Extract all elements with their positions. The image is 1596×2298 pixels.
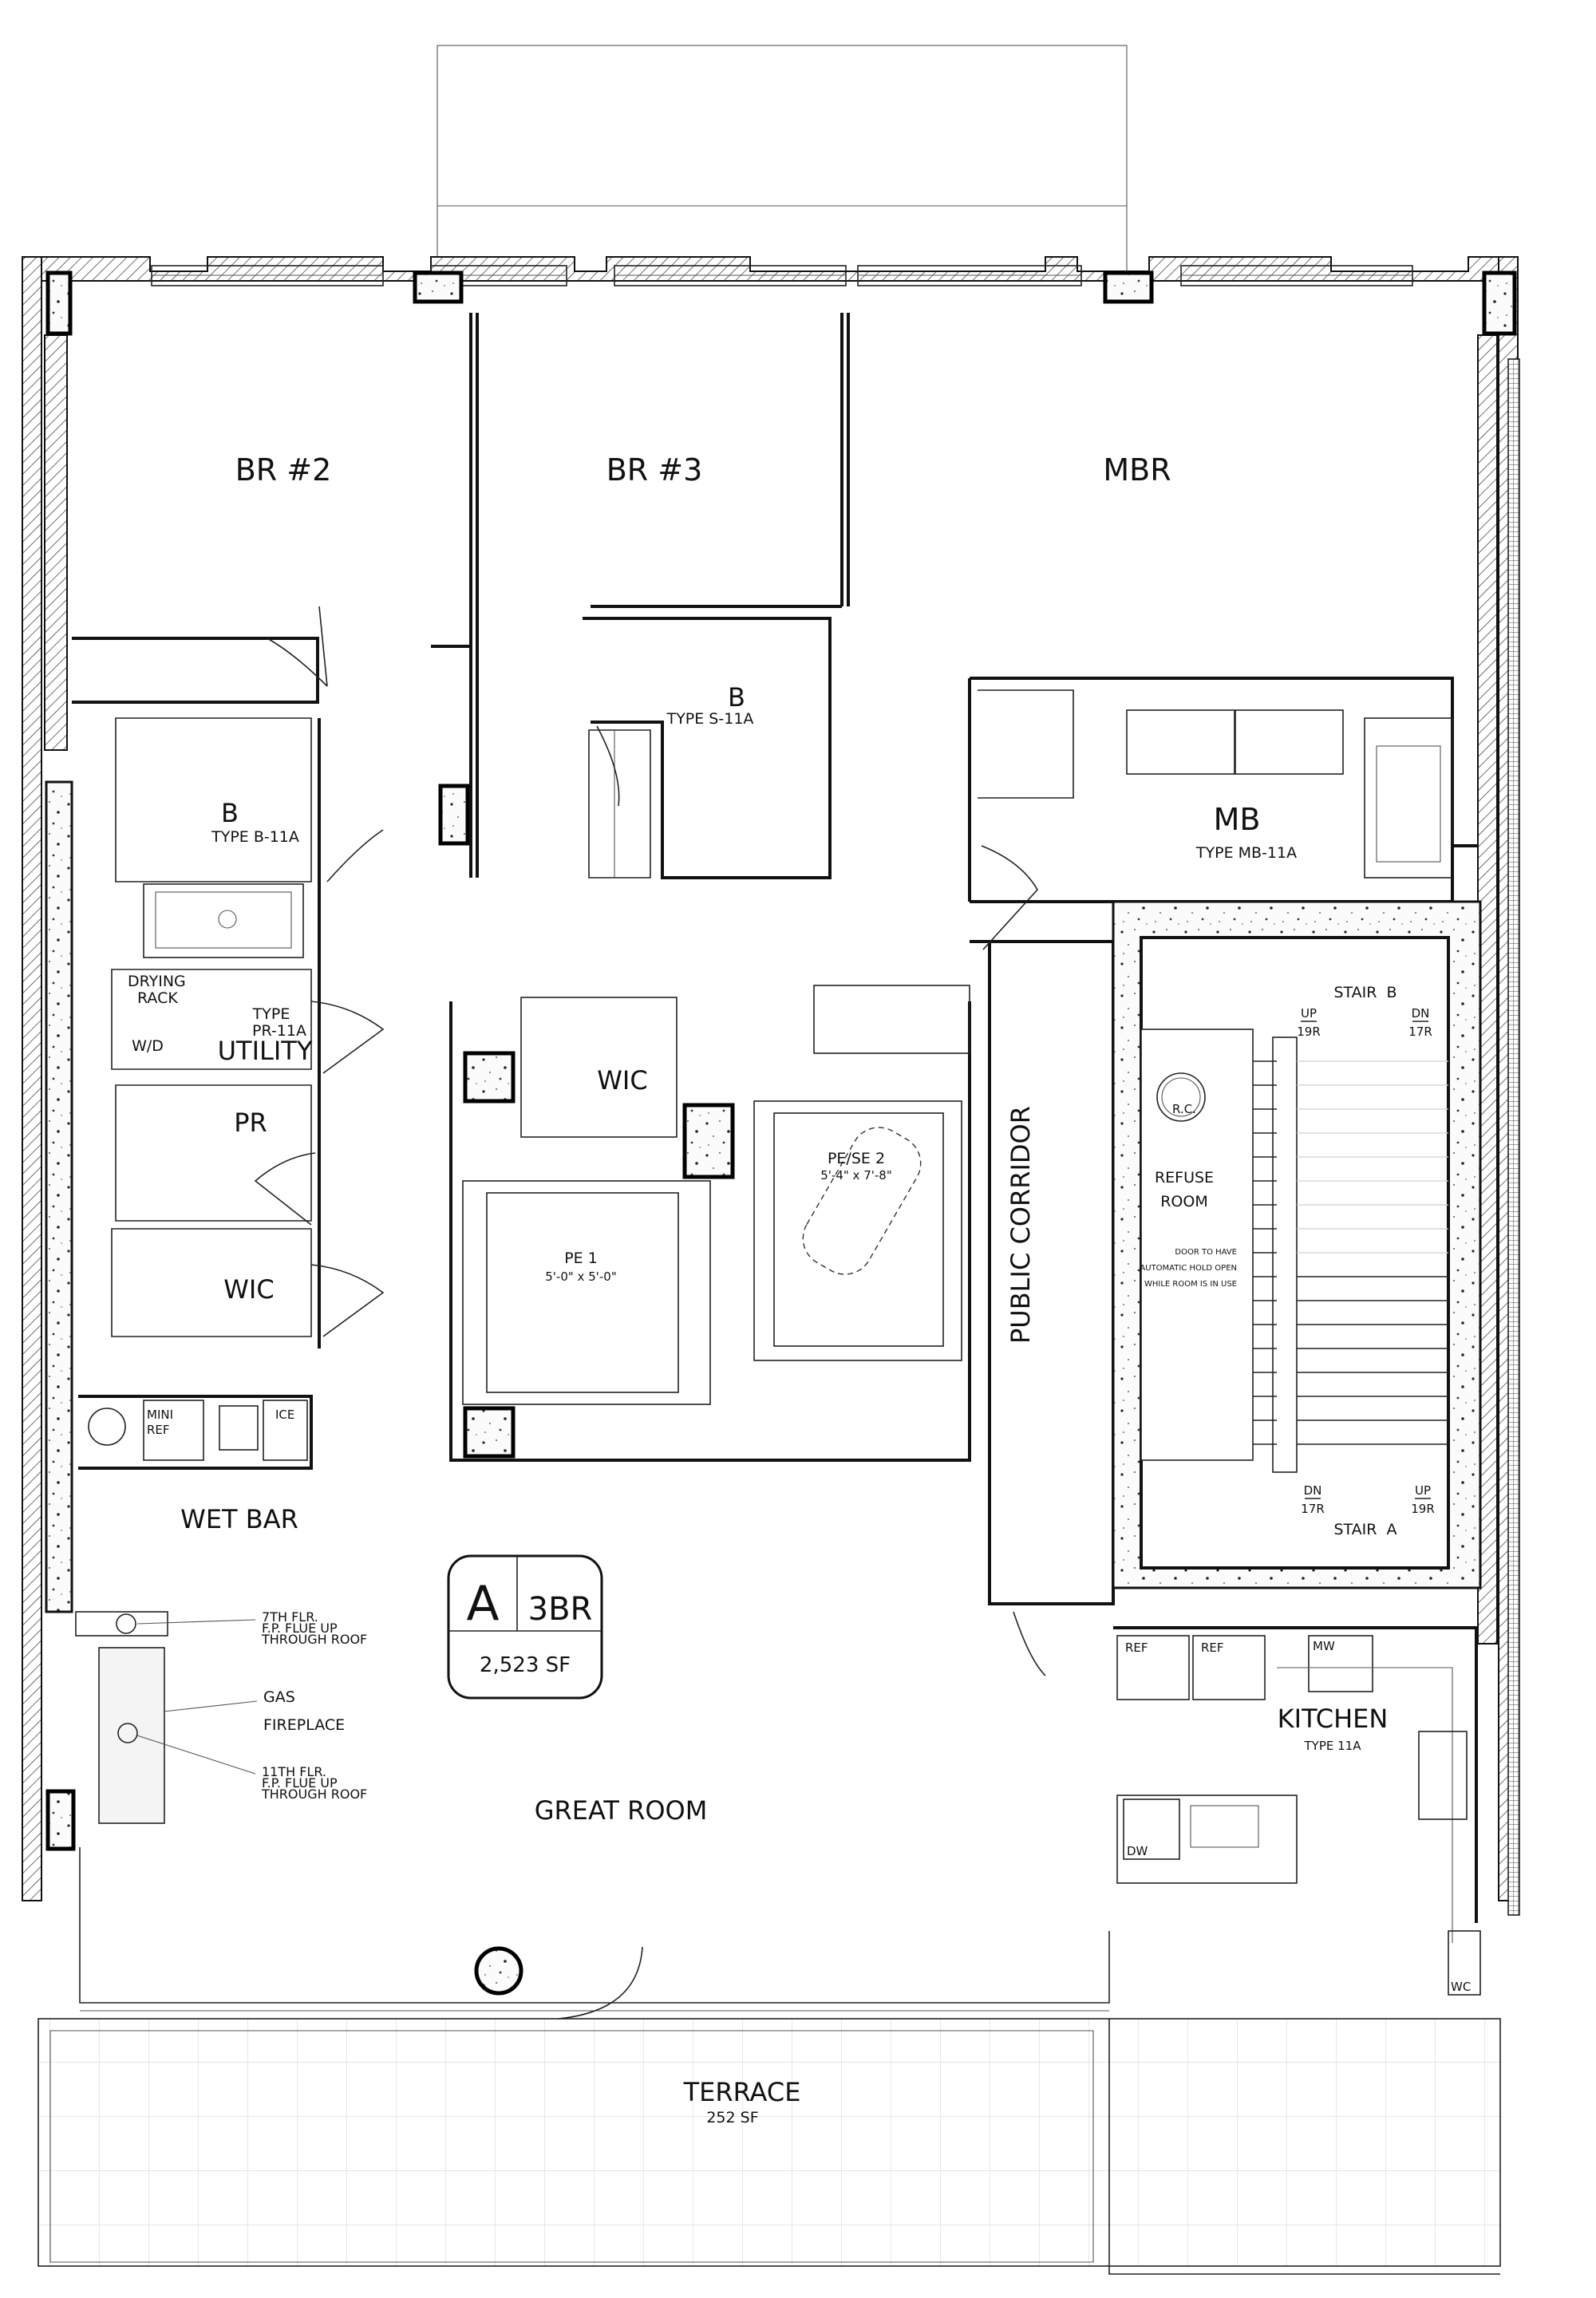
label-stair-b-dn-risers: 17R [1408, 1025, 1432, 1039]
label-rc: R.C. [1172, 1102, 1196, 1116]
label-mini-ref-2: REF [147, 1423, 170, 1437]
label-gas: GAS [263, 1688, 295, 1706]
label-11th-flue-1: 11TH FLR. [262, 1764, 326, 1779]
label-great-room: GREAT ROOM [535, 1795, 708, 1826]
label-mbr: MBR [1103, 452, 1171, 488]
label-wet-bar: WET BAR [180, 1504, 298, 1534]
label-mini-ref-1: MINI [147, 1408, 173, 1422]
label-stair-b: STAIR B [1333, 984, 1396, 1001]
label-stair-a-up-risers: 19R [1411, 1502, 1435, 1516]
label-7th-flue-3: THROUGH ROOF [261, 1632, 367, 1647]
label-pe-se2-size: 5'-4" x 7'-8" [820, 1168, 891, 1183]
label-master-bath-type: TYPE MB-11A [1195, 844, 1297, 862]
label-kitchen: KITCHEN [1278, 1704, 1389, 1734]
label-ref-2: REF [1201, 1641, 1224, 1655]
label-pe1: PE 1 [564, 1250, 598, 1267]
unit-bedrooms: 3BR [528, 1591, 593, 1628]
label-bath-br3: B [728, 682, 745, 713]
unit-badge: A 3BR 2,523 SF [447, 1554, 603, 1700]
label-terrace-area: 252 SF [706, 2109, 758, 2126]
label-br3: BR #3 [606, 452, 703, 488]
label-refuse-2: ROOM [1160, 1193, 1208, 1210]
label-stair-a-up: UP [1415, 1483, 1431, 1498]
label-wc: WC [1451, 1980, 1471, 1994]
room-labels: BR #2 BR #3 MBR B TYPE S-11A B TYPE B-11… [128, 452, 1471, 2126]
label-11th-flue-2: F.P. FLUE UP [262, 1775, 338, 1791]
label-utility: UTILITY [218, 1036, 313, 1066]
label-pe-se2: PE/SE 2 [828, 1150, 885, 1167]
label-powder-room: PR [234, 1108, 267, 1138]
label-kitchen-type: TYPE 11A [1304, 1739, 1362, 1753]
exterior-walls [22, 256, 1520, 1916]
label-stair-b-dn: DN [1412, 1006, 1430, 1021]
label-wic-left: WIC [223, 1274, 274, 1305]
label-bath-br3-type: TYPE S-11A [666, 710, 754, 728]
label-stair-b-up: UP [1301, 1006, 1317, 1021]
doors [254, 606, 1046, 2020]
label-refuse-note-3: WHILE ROOM IS IN USE [1144, 1280, 1237, 1289]
label-dw: DW [1127, 1844, 1148, 1858]
label-utility-type-2: PR-11A [252, 1022, 306, 1040]
interior-walls [38, 313, 1501, 2275]
label-refuse-note-1: DOOR TO HAVE [1175, 1248, 1237, 1257]
unit-area: 2,523 SF [480, 1653, 571, 1677]
label-refuse-1: REFUSE [1155, 1169, 1214, 1187]
label-drying-rack-1: DRYING [128, 973, 186, 990]
label-stair-a-dn-risers: 17R [1301, 1502, 1325, 1516]
label-wd: W/D [132, 1037, 164, 1055]
label-terrace: TERRACE [683, 2077, 801, 2107]
label-stair-a: STAIR A [1333, 1521, 1396, 1538]
unit-letter: A [466, 1576, 499, 1632]
label-bath-br2: B [221, 798, 239, 828]
label-stair-a-dn: DN [1304, 1483, 1322, 1498]
label-stair-b-up-risers: 19R [1297, 1025, 1321, 1039]
roof-projection [437, 45, 1128, 278]
label-utility-type-1: TYPE [252, 1005, 290, 1023]
label-11th-flue-3: THROUGH ROOF [261, 1787, 367, 1802]
label-pe1-size: 5'-0" x 5'-0" [545, 1269, 616, 1284]
label-7th-flue-1: 7TH FLR. [262, 1609, 318, 1625]
top-windows [151, 265, 1413, 286]
label-drying-rack-2: RACK [137, 989, 178, 1007]
label-ref-1: REF [1125, 1641, 1148, 1655]
label-refuse-note-2: AUTOMATIC HOLD OPEN [1140, 1264, 1237, 1273]
label-mw: MW [1313, 1639, 1335, 1653]
label-wic-center: WIC [597, 1065, 647, 1096]
label-fireplace: FIREPLACE [263, 1716, 345, 1734]
label-ice: ICE [275, 1408, 294, 1422]
label-public-corridor: PUBLIC CORRIDOR [1005, 1106, 1036, 1344]
label-master-bath: MB [1214, 802, 1261, 837]
label-7th-flue-2: F.P. FLUE UP [262, 1621, 338, 1636]
label-bath-br2-type: TYPE B-11A [211, 828, 299, 846]
label-br2: BR #2 [235, 452, 332, 488]
